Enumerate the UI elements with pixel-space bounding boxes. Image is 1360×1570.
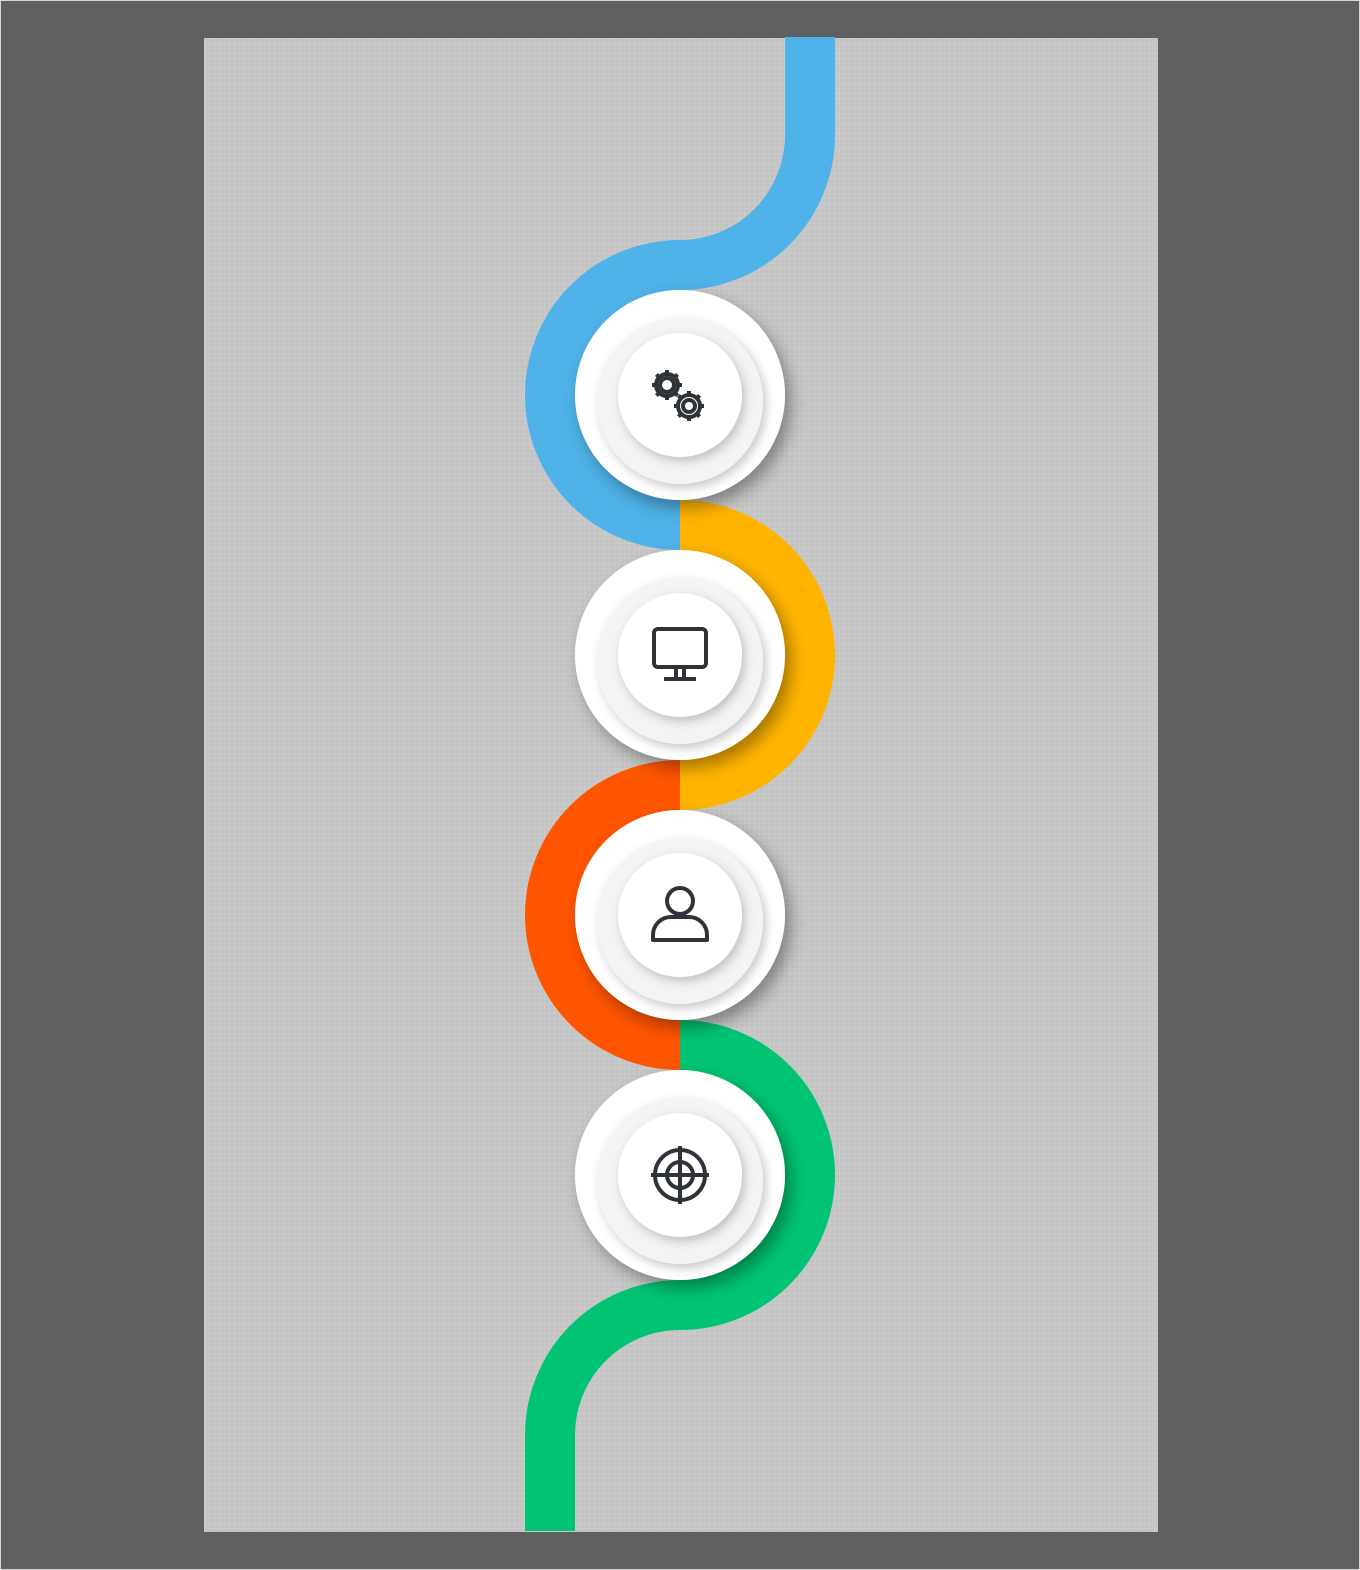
- track-segment-1: [524, 37, 835, 550]
- step-node-1: [575, 290, 785, 500]
- track-segment-3: [525, 760, 681, 1070]
- gears-icon: [652, 370, 704, 421]
- track-segment-2: [679, 500, 835, 810]
- step-node-4: [575, 1070, 785, 1280]
- step-node-2: [575, 550, 785, 760]
- step-node-3: [575, 810, 785, 1020]
- target-icon: [651, 1146, 709, 1204]
- monitor-icon: [652, 627, 708, 681]
- user-icon: [651, 886, 709, 942]
- track-segment-4: [525, 1020, 836, 1531]
- connector-track: [524, 37, 836, 1531]
